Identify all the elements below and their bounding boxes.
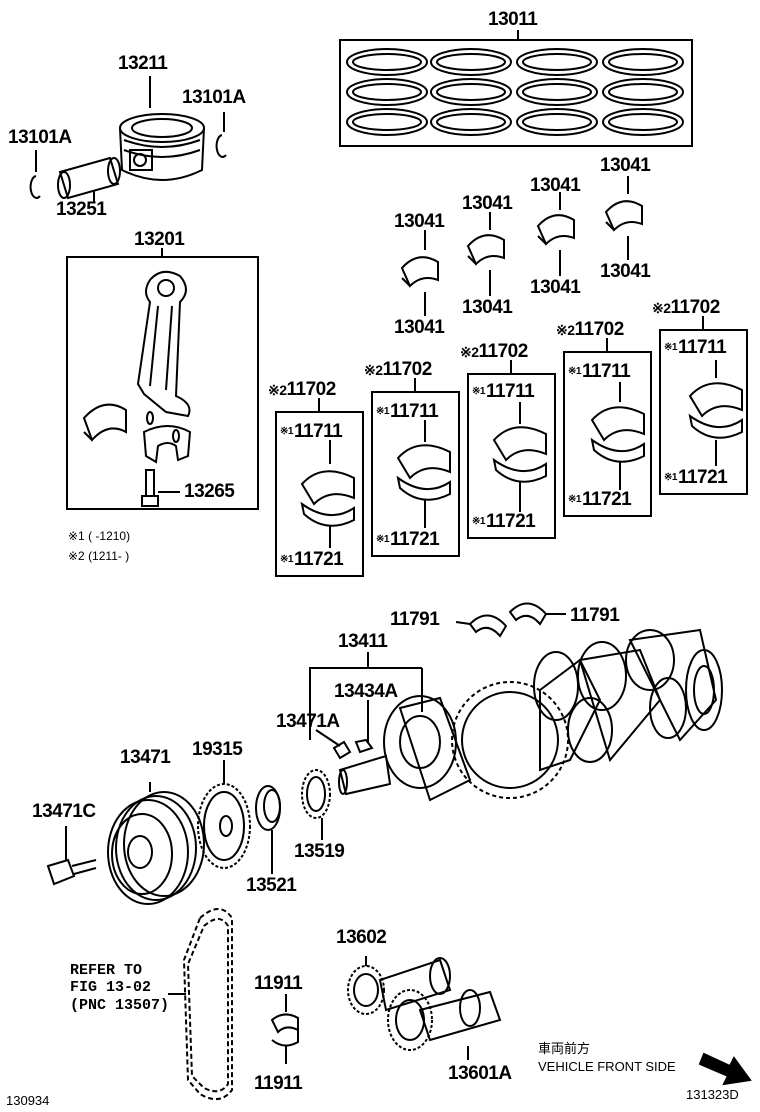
label-11721: ※111721 <box>568 489 632 510</box>
label-13201: 13201 <box>134 229 185 250</box>
label-11721: ※111721 <box>376 529 440 550</box>
label-11721: ※111721 <box>664 467 728 488</box>
conrod-bearing-icons <box>402 176 642 316</box>
main-bearing-icons <box>302 360 742 548</box>
label-13041: 13041 <box>394 317 445 338</box>
legend-line-2: ※2 (1211- ) <box>68 549 130 563</box>
front-side-jp: 車両前方 <box>538 1041 591 1056</box>
key-icons <box>334 740 372 758</box>
label-11702: ※211702 <box>268 379 336 400</box>
label-11911: 11911 <box>254 1073 303 1094</box>
label-13041: 13041 <box>600 155 651 176</box>
crank-pulley-icon <box>108 782 204 904</box>
label-13011: 13011 <box>488 9 538 30</box>
front-direction-arrow-icon <box>700 1054 750 1084</box>
label-13041: 13041 <box>600 261 651 282</box>
timing-rotor-icon <box>198 760 250 868</box>
thrust-washer-icons <box>456 603 566 636</box>
label-13601a: 13601A <box>448 1063 512 1084</box>
illustration-code-right: 131323D <box>686 1087 739 1102</box>
illustration-code-left: 130934 <box>6 1093 50 1108</box>
label-13265: 13265 <box>184 481 235 502</box>
refer-note: REFER TO FIG 13-02 (PNC 13507) <box>70 962 169 1014</box>
label-13211: 13211 <box>118 53 168 74</box>
label-11711: ※111711 <box>376 401 439 422</box>
piston-ring-box <box>340 40 692 146</box>
label-11711: ※111711 <box>280 421 343 442</box>
crankshaft-icon <box>339 630 722 800</box>
rod-bearing-icon <box>84 405 126 440</box>
label-13519: 13519 <box>294 841 345 862</box>
crank-sprocket-icon <box>256 770 330 874</box>
label-11711: ※111711 <box>472 381 535 402</box>
rod-bolt-icon <box>142 470 180 506</box>
label-13041: 13041 <box>462 193 513 214</box>
label-11711: ※111711 <box>664 337 727 358</box>
crank-bearing-boxes <box>276 316 747 576</box>
label-13041: 13041 <box>530 175 581 196</box>
label-13041: 13041 <box>530 277 581 298</box>
camshaft-icon <box>348 956 500 1060</box>
label-11702: ※211702 <box>556 319 624 340</box>
label-13471: 13471 <box>120 747 171 768</box>
piston-icon <box>120 76 204 180</box>
label-11702: ※211702 <box>364 359 432 380</box>
label-19315: 19315 <box>192 739 243 760</box>
front-side-en: VEHICLE FRONT SIDE <box>538 1059 676 1074</box>
label-11702: ※211702 <box>460 341 528 362</box>
camshaft-bearing-icon <box>272 994 298 1064</box>
legend-line-1: ※1 ( -1210) <box>68 529 131 543</box>
label-11711: ※111711 <box>568 361 631 382</box>
label-13041: 13041 <box>394 211 445 232</box>
label-13471a: 13471A <box>276 711 340 732</box>
label-13101a-left: 13101A <box>8 127 72 148</box>
label-13521: 13521 <box>246 875 297 896</box>
label-11911: 11911 <box>254 973 303 994</box>
label-13471c: 13471C <box>32 801 96 822</box>
label-13602: 13602 <box>336 927 387 948</box>
label-13101a-right: 13101A <box>182 87 246 108</box>
label-13251: 13251 <box>56 199 107 220</box>
timing-chain-icon <box>168 909 232 1099</box>
connecting-rod-icon <box>138 272 190 462</box>
label-13411: 13411 <box>338 631 388 652</box>
label-11721: ※111721 <box>472 511 536 532</box>
piston-ring-icon <box>347 49 683 135</box>
label-11791: 11791 <box>390 609 440 630</box>
piston-pin-icon <box>58 158 120 202</box>
label-11791: 11791 <box>570 605 620 626</box>
label-13041: 13041 <box>462 297 513 318</box>
refer-line-2: FIG 13-02 <box>70 979 152 997</box>
snap-ring-icon <box>31 112 226 198</box>
refer-line-1: REFER TO <box>70 962 143 979</box>
label-11702: ※211702 <box>652 297 720 318</box>
pulley-bolt-icon <box>48 826 96 884</box>
refer-line-3: (PNC 13507) <box>70 996 170 1014</box>
label-11721: ※111721 <box>280 549 344 570</box>
label-13434a: 13434A <box>334 681 398 702</box>
